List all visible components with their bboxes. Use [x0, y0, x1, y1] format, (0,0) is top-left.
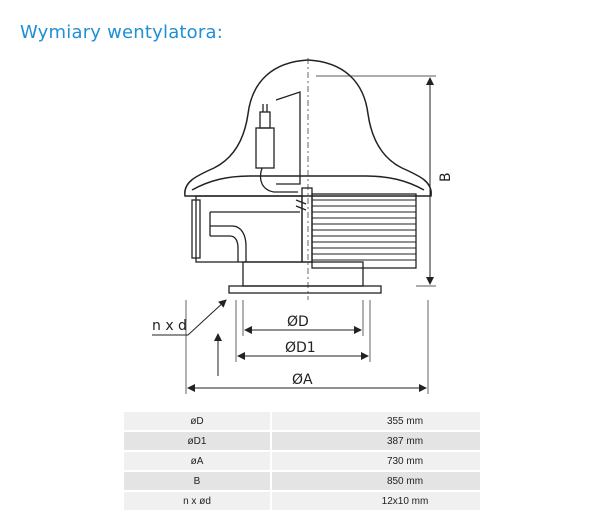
spec-name: øD1: [124, 431, 272, 452]
fan-housing: [191, 187, 313, 263]
label-nxd: n x d: [152, 318, 187, 334]
table-row: øA 730 mm: [124, 451, 480, 472]
base-flange: [228, 261, 382, 294]
spec-name: B: [124, 471, 272, 492]
fan-dimension-drawing: n x d ØD ØD1 ØA B: [152, 58, 454, 394]
spec-name: øA: [124, 451, 272, 472]
dimensions-table: øD 355 mm øD1 387 mm øA 730 mm B 850 mm …: [124, 412, 480, 512]
spec-value: 850 mm: [271, 471, 480, 492]
louvre-grille: [311, 193, 417, 269]
table-row: øD1 387 mm: [124, 431, 480, 452]
spec-value: 387 mm: [271, 431, 480, 452]
motor-terminal-box: [255, 91, 301, 193]
spec-value: 730 mm: [271, 451, 480, 472]
label-diameter-a: ØA: [292, 372, 313, 388]
table-row: øD 355 mm: [124, 412, 480, 432]
dimension-lines: [152, 75, 436, 394]
label-height-b: B: [438, 172, 454, 182]
spec-name: n x ød: [124, 491, 272, 512]
spec-value: 355 mm: [271, 412, 480, 432]
table-row: n x ød 12x10 mm: [124, 491, 480, 512]
label-diameter-d1: ØD1: [285, 340, 316, 356]
table-row: B 850 mm: [124, 471, 480, 492]
page-title: Wymiary wentylatora:: [20, 22, 223, 43]
spec-name: øD: [124, 412, 272, 432]
label-diameter-d: ØD: [287, 314, 309, 330]
spec-value: 12x10 mm: [271, 491, 480, 512]
